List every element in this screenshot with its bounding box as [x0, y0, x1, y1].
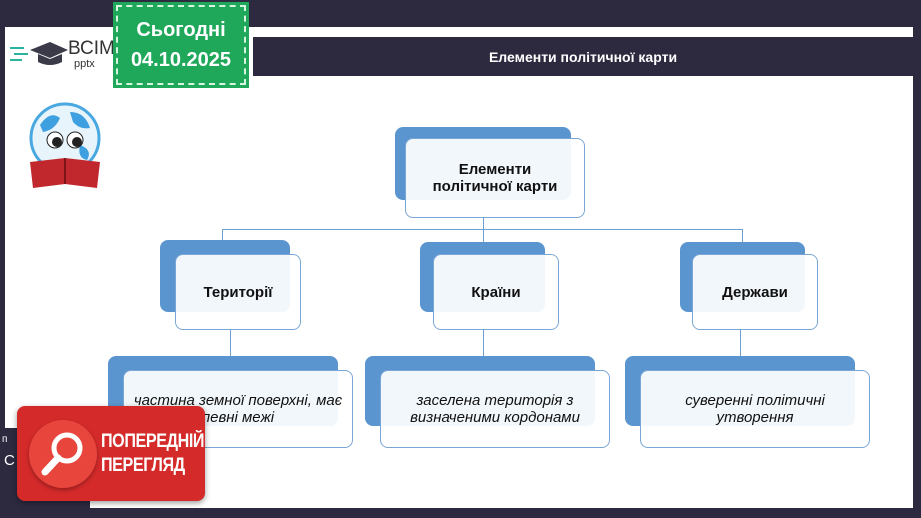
- connector: [230, 330, 231, 370]
- graduation-cap-icon: [10, 42, 68, 65]
- connector: [742, 229, 743, 254]
- node-label: Країни: [471, 283, 521, 301]
- connector: [222, 229, 743, 230]
- preview-badge[interactable]: ПОПЕРЕДНІЙ ПЕРЕГЛЯД: [17, 406, 205, 501]
- node-territories: Території: [175, 254, 301, 330]
- connector: [483, 218, 484, 254]
- fragment-text: С: [4, 452, 15, 469]
- desc-text: заселена територія з визначеними кордона…: [410, 392, 580, 426]
- slide-title-bar: Елементи політичної карти: [253, 37, 913, 76]
- desc-text: суверенні політичні утворення: [685, 392, 825, 426]
- globe-mascot-icon: [29, 102, 101, 188]
- today-date-badge: Сьогодні 04.10.2025: [113, 2, 249, 88]
- node-label: Території: [203, 283, 273, 301]
- logo-text: ВСІМ: [68, 38, 115, 59]
- desc-countries: заселена територія з визначеними кордона…: [380, 370, 610, 448]
- slide-title: Елементи політичної карти: [488, 48, 678, 65]
- desc-states: суверенні політичні утворення: [640, 370, 870, 448]
- preview-line1: ПОПЕРЕДНІЙ: [101, 431, 205, 452]
- magnifier-icon: [29, 420, 97, 488]
- root-node-label: Елементи політичної карти: [432, 161, 558, 195]
- vsim-logo: ВСІМ pptx: [10, 38, 115, 70]
- today-date: 04.10.2025: [130, 49, 232, 71]
- fragment-text: п: [2, 434, 8, 445]
- preview-line2: ПЕРЕГЛЯД: [101, 455, 185, 476]
- root-node: Елементи політичної карти: [405, 138, 585, 218]
- node-label: Держави: [722, 283, 788, 301]
- today-label: Сьогодні: [136, 19, 226, 41]
- connector: [740, 330, 741, 370]
- node-states: Держави: [692, 254, 818, 330]
- node-countries: Країни: [433, 254, 559, 330]
- connector: [483, 330, 484, 370]
- desc-text: частина земної поверхні, має певні межі: [133, 392, 343, 426]
- logo-subtext: pptx: [74, 58, 95, 70]
